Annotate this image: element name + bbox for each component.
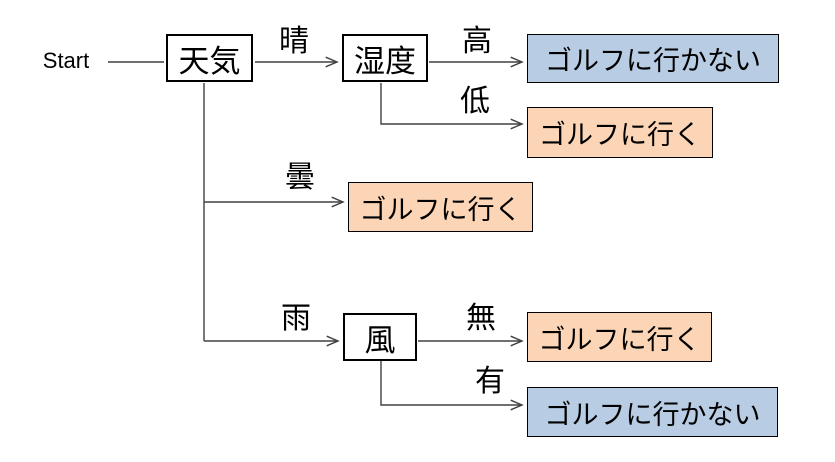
node-wind: 風 <box>343 313 417 361</box>
outcome-golf-no-wind: ゴルフに行く <box>527 312 712 362</box>
node-weather: 天気 <box>166 34 253 82</box>
edge-wind-yes <box>380 361 524 411</box>
outcome-golf-cloudy: ゴルフに行く <box>348 182 533 232</box>
branch-label-low: 低 <box>460 85 490 118</box>
branch-label-cloudy: 曇 <box>285 161 315 194</box>
outcome-golf-humidity-low: ゴルフに行く <box>527 107 713 158</box>
branch-label-sunny: 晴 <box>279 25 309 58</box>
node-humidity: 湿度 <box>342 34 428 82</box>
outcome-no-golf-humidity-high: ゴルフに行かない <box>527 34 779 83</box>
branch-label-windy: 有 <box>475 365 505 398</box>
start-label: Start <box>42 48 90 73</box>
branch-label-no-wind: 無 <box>466 302 496 335</box>
branch-label-rain: 雨 <box>281 302 311 335</box>
branch-label-high: 高 <box>462 25 492 58</box>
edge-humidity-low <box>380 83 524 130</box>
outcome-no-golf-windy: ゴルフに行かない <box>527 387 778 437</box>
